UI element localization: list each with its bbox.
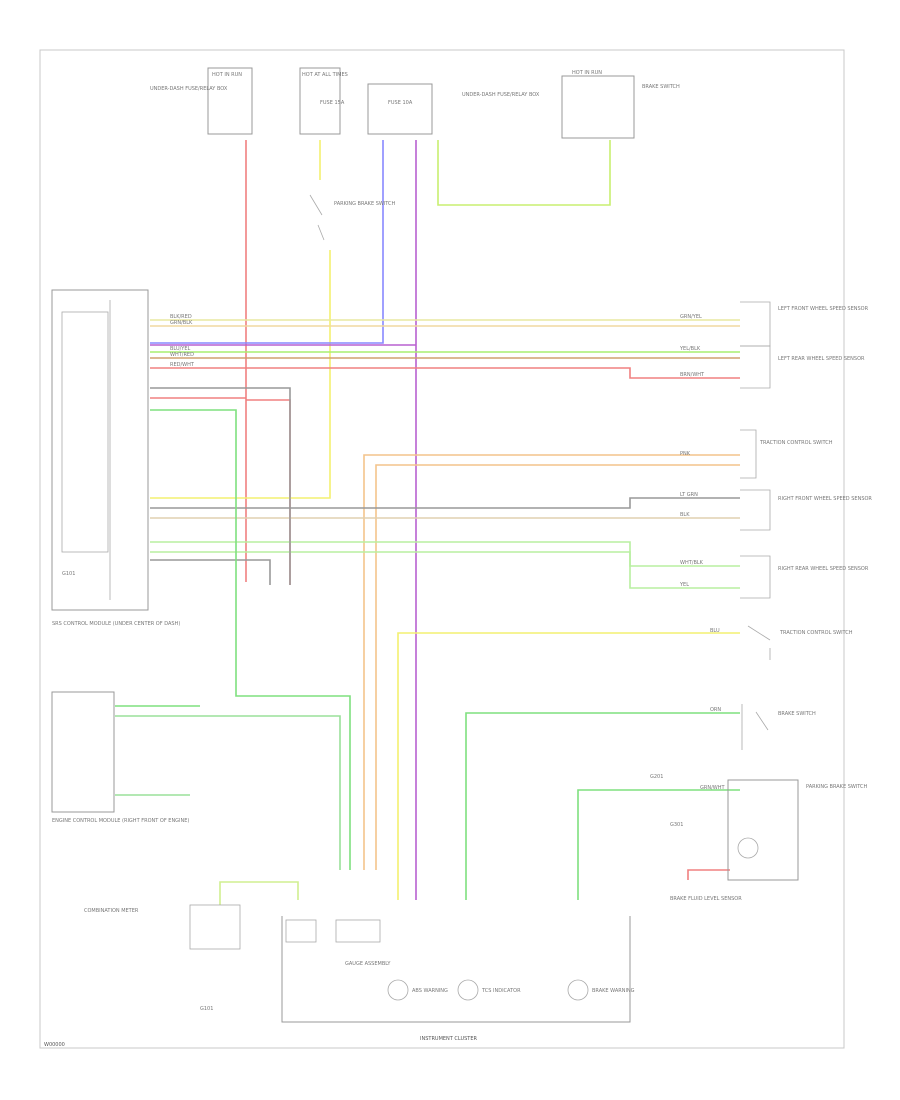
wire-ecm-green: [115, 715, 341, 870]
wire-cluster-gy: [219, 881, 299, 905]
engine-control-module: ENGINE CONTROL MODULE (RIGHT FRONT OF EN…: [51, 691, 189, 824]
hot-label-3: HOT IN RUN: [572, 70, 602, 76]
ground-g101-label: G101: [62, 571, 75, 577]
fuse-block-mid: HOT AT ALL TIMES FUSE 15A: [299, 67, 348, 135]
brake-sw-label-2: BRAKE SWITCH: [778, 711, 816, 717]
mid-switch: PARKING BRAKE SWITCH: [309, 194, 396, 241]
control-module-label: SRS CONTROL MODULE (UNDER CENTER OF DASH…: [52, 621, 180, 627]
brake-switch-label: BRAKE SWITCH: [642, 84, 680, 90]
tcs-switch-label: TRACTION CONTROL SWITCH: [759, 440, 833, 446]
wire-lr-red: [150, 367, 740, 379]
wires: [115, 140, 740, 905]
hot-label-2: HOT AT ALL TIMES: [302, 72, 348, 78]
wire-color-label: GRN/BLK: [170, 320, 193, 326]
gauge-assembly-label: GAUGE ASSEMBLY: [345, 961, 391, 967]
rr-wss-label: RIGHT REAR WHEEL SPEED SENSOR: [778, 566, 869, 572]
wire-color-label: WHT/RED: [170, 352, 194, 358]
wire-color-label: RED/WHT: [170, 362, 195, 368]
parking-brake-box: PARKING BRAKE SWITCH G301 BRAKE FLUID LE…: [670, 779, 868, 902]
wire-color-label: GRN/YEL: [680, 314, 702, 320]
fuse-block-left: HOT IN RUN UNDER-DASH FUSE/RELAY BOX: [150, 67, 253, 135]
wire-color-label: GRN/WHT: [700, 785, 725, 791]
fuse-box-label-2: UNDER-DASH FUSE/RELAY BOX: [462, 92, 540, 98]
bl-label: COMBINATION METER: [84, 908, 139, 914]
brake-sw-right: BRAKE SWITCH G201: [650, 704, 816, 780]
bottom-left-sensor: COMBINATION METER G101: [84, 904, 241, 1012]
fuse-label-2: FUSE 10A: [388, 100, 413, 106]
brake-fluid-label: BRAKE FLUID LEVEL SENSOR: [670, 896, 742, 902]
wire-color-label: YEL: [679, 582, 689, 588]
parking-brake-label: PARKING BRAKE SWITCH: [806, 784, 868, 790]
diagram-id: W00000: [44, 1042, 65, 1048]
brake-indicator-label: BRAKE WARNING: [592, 988, 635, 994]
wire-rr-gray: [150, 497, 740, 509]
brake-switch-top: HOT IN RUN BRAKE SWITCH: [561, 70, 680, 139]
lr-wss-label: LEFT REAR WHEEL SPEED SENSOR: [778, 356, 865, 362]
wire-green-brake: [465, 712, 740, 900]
fuse-block-right: FUSE 10A UNDER-DASH FUSE/RELAY BOX: [367, 83, 540, 135]
lf-wheel-sensor: LEFT FRONT WHEEL SPEED SENSOR: [740, 301, 869, 347]
rf-wss-label: RIGHT FRONT WHEEL SPEED SENSOR: [778, 496, 872, 502]
ground-g201-label: G201: [650, 774, 663, 780]
wire-color-label: ORN: [710, 707, 721, 713]
wire-yellow-tcs: [397, 632, 740, 900]
lf-wss-label: LEFT FRONT WHEEL SPEED SENSOR: [778, 306, 869, 312]
wire-green-ecm: [115, 409, 351, 870]
wire-color-label: BLU/YEL: [170, 346, 191, 352]
rf-wheel-sensor: RIGHT FRONT WHEEL SPEED SENSOR: [740, 489, 872, 531]
wire-ground-gray: [150, 387, 291, 585]
ecm-label: ENGINE CONTROL MODULE (RIGHT FRONT OF EN…: [52, 818, 189, 824]
rr-wheel-sensor: RIGHT REAR WHEEL SPEED SENSOR: [740, 555, 869, 599]
wire-color-label: YEL/BLK: [679, 346, 701, 352]
wire-purple: [150, 140, 417, 900]
wire-color-label: LT GRN: [680, 492, 698, 498]
wire-orange-1: [363, 454, 740, 870]
srs-control-module: SRS CONTROL MODULE (UNDER CENTER OF DASH…: [51, 289, 180, 627]
lr-wheel-sensor: LEFT REAR WHEEL SPEED SENSOR: [740, 345, 865, 389]
hot-label-1: HOT IN RUN: [212, 72, 242, 78]
wire-color-label: PNK: [680, 451, 691, 457]
wire-color-label: BLU: [710, 628, 720, 634]
fuse-label-1: FUSE 15A: [320, 100, 345, 106]
tcs-switch-label-2: TRACTION CONTROL SWITCH: [779, 630, 853, 636]
tcs-indicator-label: TCS INDICATOR: [481, 988, 521, 994]
wire-rr-green-2: [150, 551, 740, 589]
wire-color-label: WHT/BLK: [680, 560, 704, 566]
wire-rr-green-1: [150, 541, 740, 567]
diagram-frame: [39, 49, 845, 1049]
wire-green-park: [577, 789, 740, 900]
abs-indicator-label: ABS WARNING: [412, 988, 448, 994]
instrument-cluster: INSTRUMENT CLUSTER ABS WARNING TCS INDIC…: [281, 916, 635, 1042]
fuse-box-label-1: UNDER-DASH FUSE/RELAY BOX: [150, 86, 228, 92]
wire-color-label: BRN/WHT: [680, 372, 705, 378]
wire-green-top: [437, 140, 611, 206]
wire-color-label: BLK: [680, 512, 690, 518]
wire-orange-2: [375, 464, 740, 870]
parking-brake-label-top: PARKING BRAKE SWITCH: [334, 201, 396, 207]
tcs-switch-right: TRACTION CONTROL SWITCH: [747, 625, 853, 660]
wire-red-small: [687, 869, 730, 880]
wire-yellow-top: [150, 140, 331, 499]
ground-g301-label: G301: [670, 822, 683, 828]
traction-sensor: TRACTION CONTROL SWITCH: [740, 429, 833, 479]
bl-ground-label: G101: [200, 1006, 213, 1012]
cluster-label: INSTRUMENT CLUSTER: [420, 1036, 478, 1042]
wire-color-label: BLK/RED: [170, 314, 192, 320]
wire-blue: [150, 140, 384, 344]
